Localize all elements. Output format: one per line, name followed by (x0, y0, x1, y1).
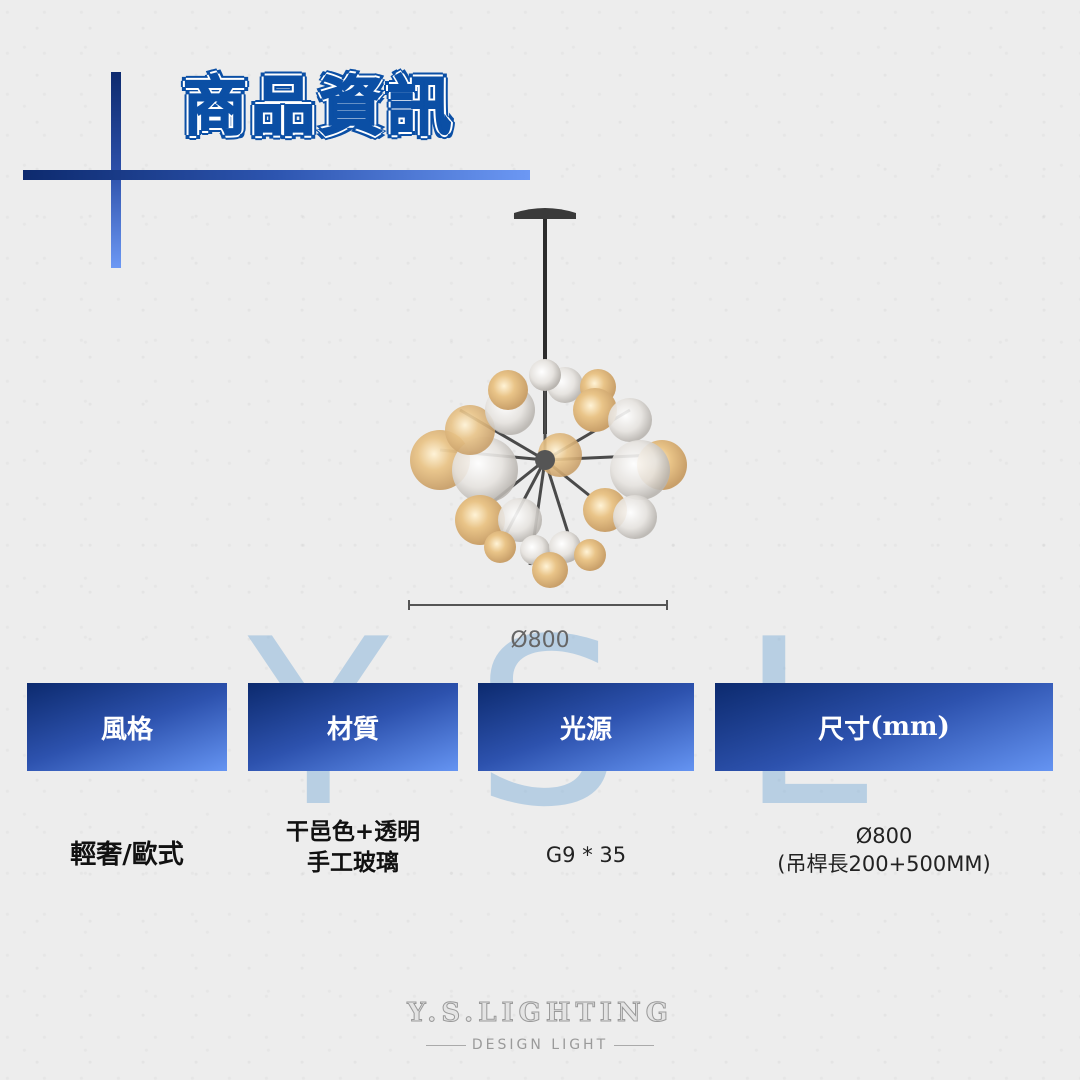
dimension-line (408, 604, 668, 606)
spec-value-size-line1: Ø800 (855, 824, 913, 848)
brand-logo: Y.S.LIGHTING (407, 998, 673, 1029)
spec-header-size: 尺寸(mm) (715, 683, 1053, 771)
chandelier-icon (410, 208, 687, 588)
spec-value-material-line2: 手工玻璃 (307, 850, 399, 877)
spec-header-light-source: 光源 (478, 683, 694, 771)
brand-tagline: DESIGN LIGHT (410, 1037, 670, 1053)
spec-value-size-line2: (吊桿長200+500MM) (777, 852, 991, 877)
tagline-text: DESIGN LIGHT (471, 1037, 609, 1053)
page-title: 商品資訊 (182, 71, 455, 145)
dimension-label: Ø800 (510, 628, 570, 653)
tagline-divider-left (425, 1044, 466, 1046)
spec-value-material-line1: 干邑色+透明 (285, 819, 421, 845)
spec-value-light-source: G9 * 35 (545, 843, 627, 867)
spec-header-size-unit: (mm) (870, 712, 950, 742)
spec-header-light-source-label: 光源 (559, 714, 612, 745)
dimension-cap-right (666, 600, 668, 610)
spec-header-material-label: 材質 (326, 714, 379, 745)
spec-value-size: Ø800 (吊桿長200+500MM) (715, 822, 1053, 879)
spec-header-size-label: 尺寸 (818, 714, 871, 745)
spec-header-style: 風格 (27, 683, 227, 771)
spec-value-style: 輕奢/歐式 (70, 840, 184, 870)
spec-header-material: 材質 (248, 683, 458, 771)
tagline-divider-right (614, 1044, 655, 1046)
header-horizontal-line (23, 170, 530, 180)
spec-header-style-label: 風格 (100, 714, 153, 745)
spec-value-material: 干邑色+透明 手工玻璃 (248, 817, 458, 879)
